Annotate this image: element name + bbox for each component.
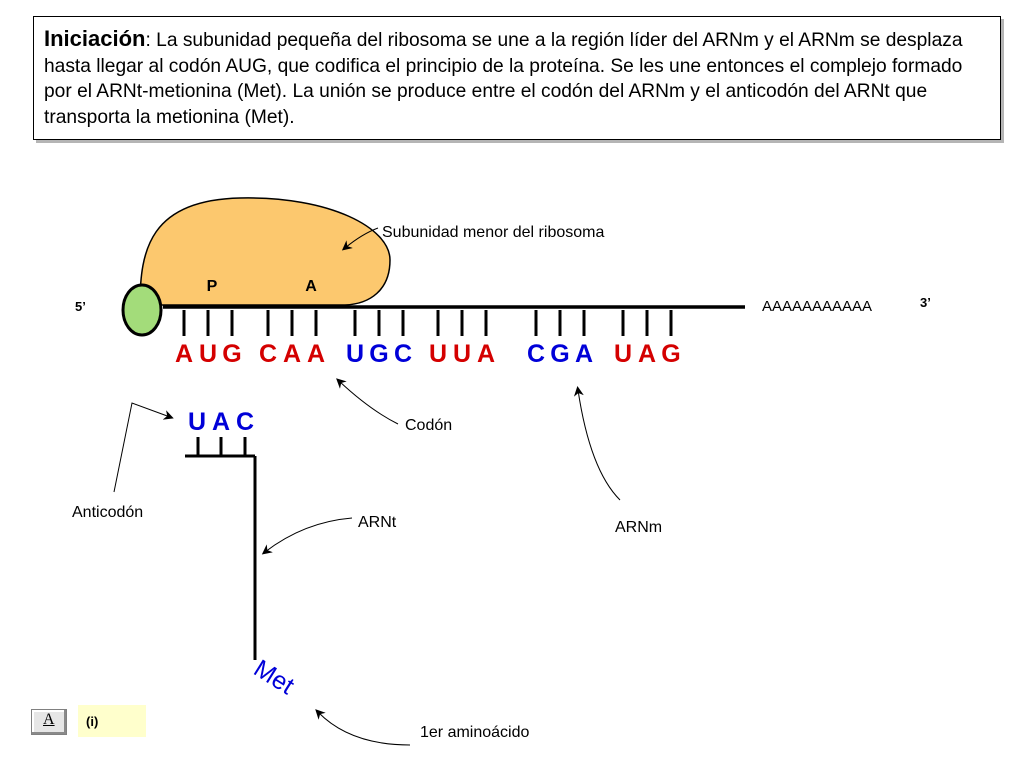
anticodon-base-1: U xyxy=(188,408,206,436)
codon-label: Codón xyxy=(405,417,452,434)
anticodon-base-3: C xyxy=(236,408,254,436)
trna-arrow xyxy=(261,517,353,555)
codon-1-base-3: G xyxy=(222,340,241,368)
codon-3-base-2: G xyxy=(369,340,388,368)
codon-1-base-2: U xyxy=(199,340,217,368)
codon-2-base-2: A xyxy=(283,340,301,368)
ribosome-small-subunit xyxy=(139,197,391,306)
ribosome-label: Subunidad menor del ribosoma xyxy=(382,224,604,241)
slide-nav-button[interactable]: A xyxy=(31,709,67,735)
ribosome-arrow xyxy=(341,227,379,251)
codon-3-base-3: C xyxy=(394,340,412,368)
codon-6-base-2: A xyxy=(638,340,656,368)
intro-body: : La subunidad pequeña del ribosoma se u… xyxy=(44,30,963,128)
site-a-label: A xyxy=(305,278,317,295)
trna-label: ARNt xyxy=(358,514,397,531)
anticodon-base-2: A xyxy=(212,408,230,436)
five-prime-label: 5’ xyxy=(75,299,86,314)
codon-4-base-1: U xyxy=(429,340,447,368)
codon-1-base-1: A xyxy=(175,340,193,368)
mrna-arrow xyxy=(573,386,621,501)
codon-3-base-1: U xyxy=(346,340,364,368)
codon-6-base-1: U xyxy=(614,340,632,368)
first-amino-acid-arrow xyxy=(315,709,411,746)
slide-nav-label: A xyxy=(43,711,55,728)
codon-5-base-1: C xyxy=(527,340,545,368)
site-p-label: P xyxy=(207,278,218,295)
codon-5-base-2: G xyxy=(550,340,569,368)
mrna-label: ARNm xyxy=(615,519,662,536)
intro-title: Iniciación xyxy=(44,26,146,51)
five-prime-cap xyxy=(121,283,163,337)
methionine-label: Met xyxy=(249,654,299,700)
codon-6-base-3: G xyxy=(661,340,680,368)
codon-2-base-1: C xyxy=(259,340,277,368)
poly-a-tail: AAAAAAAAAAA xyxy=(762,298,872,315)
codon-2-base-3: A xyxy=(307,340,325,368)
codon-arrow xyxy=(336,378,399,425)
codon-4-base-3: A xyxy=(477,340,495,368)
codon-4-base-2: U xyxy=(453,340,471,368)
three-prime-label: 3’ xyxy=(920,295,931,310)
first-amino-acid-label: 1er aminoácido xyxy=(420,724,530,741)
anticodon-arrow xyxy=(113,402,174,493)
info-note: (i) xyxy=(78,705,146,737)
intro-text-box: Iniciación: La subunidad pequeña del rib… xyxy=(33,16,1001,140)
codon-5-base-3: A xyxy=(575,340,593,368)
anticodon-label: Anticodón xyxy=(72,504,143,521)
